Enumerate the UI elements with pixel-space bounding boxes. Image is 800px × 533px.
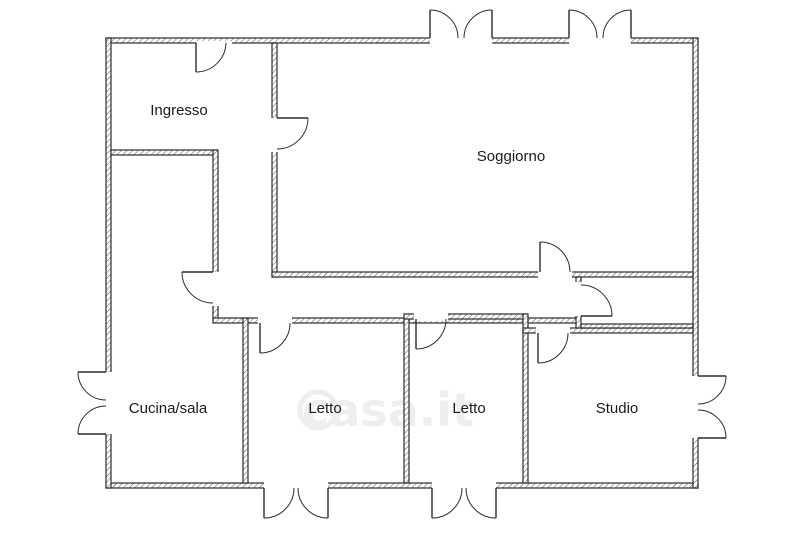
outer-walls — [105, 37, 699, 489]
door-cucina — [181, 271, 220, 306]
room-label-cucina: Cucina/sala — [129, 400, 208, 417]
bottom-window-1 — [263, 481, 329, 519]
right-window — [691, 375, 727, 439]
door-closet — [574, 282, 613, 317]
room-label-letto-1: Letto — [308, 400, 341, 417]
room-label-soggiorno: Soggiorno — [477, 148, 545, 165]
room-label-studio: Studio — [596, 400, 639, 417]
door-ingresso-entry — [195, 41, 232, 73]
bottom-window-2 — [431, 481, 497, 519]
watermark-logo — [297, 389, 339, 431]
left-window — [77, 371, 113, 435]
door-letto-1 — [258, 316, 292, 354]
door-letto-2 — [414, 312, 448, 350]
room-label-letto-2: Letto — [452, 400, 485, 417]
watermark: casa.it — [302, 383, 474, 437]
door-soggiorno — [270, 117, 309, 152]
door-soggiorno-bottom — [538, 241, 572, 279]
interior-walls — [110, 42, 694, 484]
top-window-1 — [429, 9, 493, 45]
top-window-2 — [568, 9, 632, 45]
door-studio — [536, 326, 570, 364]
room-label-ingresso: Ingresso — [150, 102, 208, 119]
